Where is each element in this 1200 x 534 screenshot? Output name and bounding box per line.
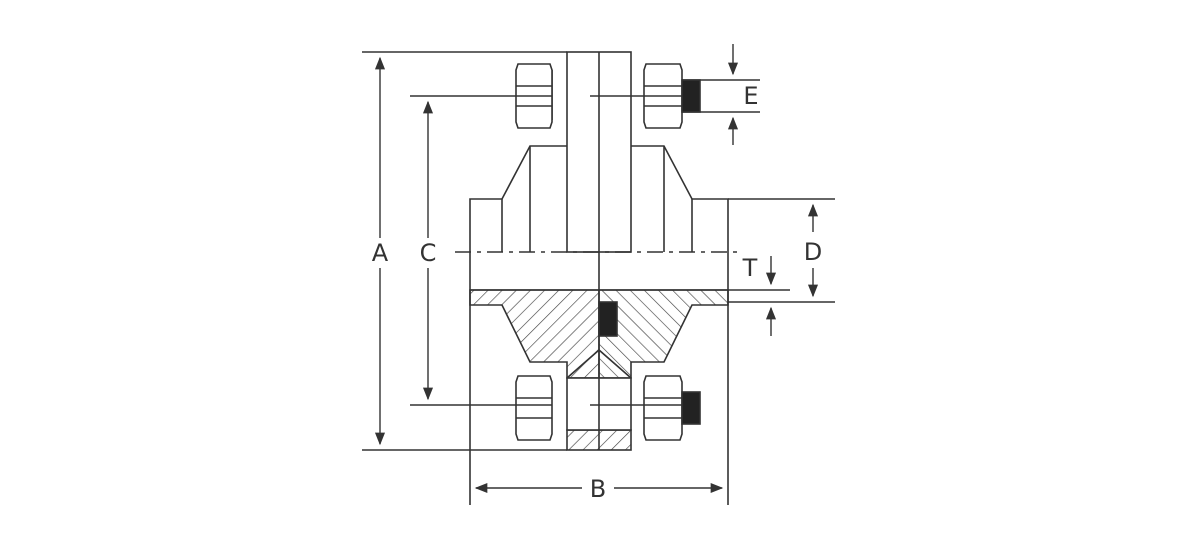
label-t: T	[742, 254, 758, 282]
lower-bolt	[515, 375, 701, 441]
label-b: B	[590, 475, 606, 503]
label-d: D	[804, 238, 822, 266]
label-e: E	[743, 82, 758, 110]
pipe-outline	[469, 252, 729, 505]
label-a: A	[372, 239, 389, 267]
label-c: C	[420, 239, 437, 267]
dimension-lines	[362, 44, 835, 494]
